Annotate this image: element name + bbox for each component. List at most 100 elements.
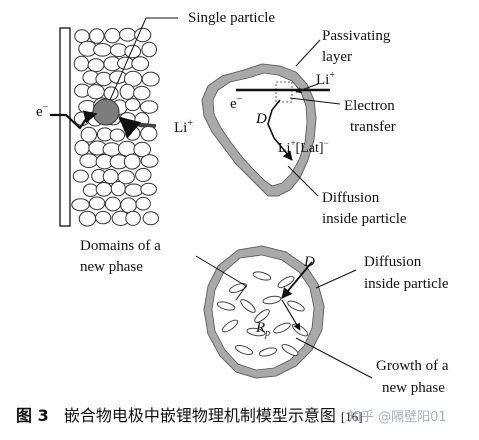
label-li-left: Li+ bbox=[174, 118, 193, 136]
pack-particle bbox=[140, 154, 159, 168]
watermark: 知乎 @隔壁阳01 bbox=[348, 410, 447, 425]
phase-domain bbox=[234, 344, 254, 356]
label-passivating-1: Passivating bbox=[322, 28, 391, 44]
new-phase-domains bbox=[216, 271, 309, 357]
label-diffusion-inside-2: inside particle bbox=[322, 211, 407, 227]
pack-particle bbox=[87, 58, 105, 73]
domains-leader-2 bbox=[235, 285, 247, 301]
label-diffusion-inside-1: Diffusion bbox=[322, 190, 380, 206]
pack-particle bbox=[139, 100, 159, 114]
phase-domain bbox=[216, 301, 236, 311]
pack-particle bbox=[79, 153, 99, 168]
pack-particle bbox=[74, 140, 90, 156]
figure-caption-text: 嵌合物电极中嵌锂物理机制模型示意图 bbox=[63, 406, 336, 425]
diffusion-leader-2 bbox=[315, 269, 357, 289]
label-electron-transfer-1: Electron bbox=[344, 98, 395, 114]
pack-particle bbox=[73, 55, 90, 72]
label-li-lat: Li+[Lat]− bbox=[278, 138, 329, 156]
label-electron-mid: e− bbox=[230, 94, 243, 112]
phase-domain bbox=[258, 347, 278, 357]
pack-particle bbox=[125, 210, 141, 226]
label-domains-1: Domains of a bbox=[80, 238, 161, 254]
label-growth-1: Growth of a bbox=[376, 358, 449, 374]
pack-particle bbox=[141, 41, 157, 58]
label-diffusion-coef: D bbox=[255, 111, 267, 127]
label-diffusion-inside2-2: inside particle bbox=[364, 276, 449, 292]
diffusion-path bbox=[267, 99, 293, 161]
label-domains-2: new phase bbox=[80, 259, 143, 275]
pack-particle bbox=[140, 125, 158, 142]
pack-particle bbox=[119, 27, 137, 42]
single-particle bbox=[92, 98, 120, 126]
phase-domain bbox=[254, 309, 270, 323]
pack-particle bbox=[93, 43, 112, 57]
pack-particle bbox=[88, 196, 106, 211]
pack-particle bbox=[72, 169, 89, 183]
pack-particle bbox=[120, 197, 137, 214]
pack-particle bbox=[117, 56, 134, 70]
pack-particle bbox=[78, 210, 97, 227]
growth-leader bbox=[295, 337, 373, 379]
pack-particle bbox=[125, 125, 141, 141]
electron-transfer-leader bbox=[289, 97, 341, 105]
phase-domain bbox=[252, 271, 272, 281]
pack-particle bbox=[87, 84, 105, 100]
label-diffusion-inside2-1: Diffusion bbox=[364, 254, 422, 270]
domains-leader bbox=[195, 255, 247, 287]
pack-particle bbox=[134, 27, 152, 43]
label-single-particle: Single particle bbox=[188, 10, 275, 26]
phase-domain bbox=[281, 344, 299, 356]
label-li-top: Li+ bbox=[316, 70, 335, 88]
li-ion-arrow bbox=[118, 116, 157, 139]
phase-domain bbox=[246, 327, 266, 337]
phase-domain bbox=[240, 299, 256, 313]
pack-particle bbox=[110, 181, 126, 197]
electron-path-arrow bbox=[50, 110, 98, 130]
figure-reference: [16] bbox=[340, 409, 363, 424]
pack-particle bbox=[133, 141, 151, 158]
pack-particle bbox=[142, 211, 160, 226]
pack-particle bbox=[95, 182, 113, 197]
label-radius: Rp bbox=[255, 320, 270, 339]
passivating-leader bbox=[295, 39, 321, 67]
pack-particle bbox=[71, 198, 90, 212]
pack-particle bbox=[104, 196, 121, 212]
pack-particle bbox=[80, 126, 98, 143]
pack-particle bbox=[95, 71, 113, 87]
phase-domain bbox=[273, 322, 291, 334]
particle-pack bbox=[71, 27, 160, 227]
pack-particle bbox=[109, 128, 126, 142]
phase-domain bbox=[262, 295, 282, 305]
label-growth-2: new phase bbox=[382, 380, 445, 396]
pack-particle bbox=[95, 210, 112, 225]
pack-particle bbox=[135, 167, 152, 183]
pack-particle bbox=[89, 28, 105, 44]
pack-particle bbox=[74, 29, 90, 44]
pack-particle bbox=[131, 56, 150, 72]
label-electron-transfer-2: transfer bbox=[350, 119, 396, 135]
label-electron-left: e− bbox=[36, 102, 49, 120]
pack-particle bbox=[82, 183, 99, 197]
diffusion-arrow-2 bbox=[281, 261, 313, 299]
single-particle-leader-2 bbox=[109, 17, 147, 101]
figure-number: 图 3 bbox=[16, 406, 49, 425]
pack-particle bbox=[135, 196, 151, 211]
pack-particle bbox=[140, 182, 157, 196]
current-collector bbox=[59, 27, 71, 227]
phase-domain bbox=[221, 319, 239, 333]
li-in-arrow bbox=[295, 83, 319, 93]
radius-arrow bbox=[281, 299, 301, 331]
label-passivating-2: layer bbox=[322, 49, 352, 65]
pack-particle bbox=[141, 71, 160, 87]
pack-particle bbox=[117, 170, 135, 185]
phase-domain bbox=[277, 276, 295, 288]
reaction-zone bbox=[275, 81, 293, 103]
pack-particle bbox=[124, 183, 144, 197]
pack-particle bbox=[124, 44, 142, 59]
phase-domain bbox=[287, 300, 305, 312]
diffusion-inside-leader bbox=[287, 165, 319, 197]
pack-particle bbox=[133, 85, 151, 101]
figure-caption: 图 3 嵌合物电极中嵌锂物理机制模型示意图 [16] bbox=[16, 402, 476, 430]
